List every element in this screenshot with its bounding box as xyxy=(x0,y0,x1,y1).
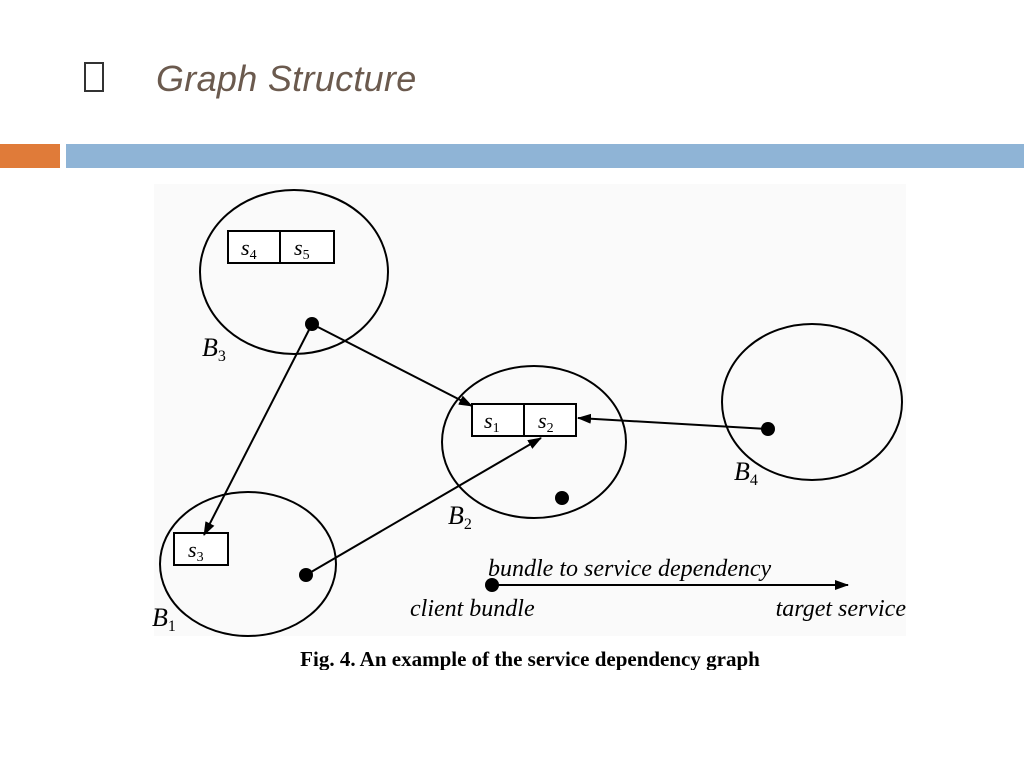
bundle-b4-label: B4 xyxy=(734,457,758,489)
legend-target-label: target service xyxy=(776,596,907,622)
service-box-group-b1: s3 xyxy=(173,532,229,566)
edge-b1-to-s2 xyxy=(305,437,542,576)
bundle-b2-circle xyxy=(441,365,627,519)
dependency-graph-figure: s4 s5 s1 s2 s3 B3 B2 B1 B4 bundle to xyxy=(150,180,910,670)
legend-client-label: client bundle xyxy=(410,596,535,622)
bundle-b4-circle xyxy=(721,323,903,481)
service-s1-label: s1 xyxy=(484,408,500,436)
legend-client-dot xyxy=(485,578,499,592)
slide-title: Graph Structure xyxy=(156,58,417,99)
bundle-b3-circle xyxy=(199,189,389,355)
bundle-b2-label: B2 xyxy=(448,501,472,533)
service-box-group-b2: s1 s2 xyxy=(471,403,577,437)
slide-header: Graph Structure xyxy=(0,0,1024,140)
accent-bar-orange xyxy=(0,144,60,168)
legend-dependency-label: bundle to service dependency xyxy=(488,556,772,582)
accent-bar-blue xyxy=(66,144,1024,168)
edge-b4-to-s2 xyxy=(577,413,769,430)
dependency-graph-svg: s4 s5 s1 s2 s3 B3 B2 B1 B4 bundle to xyxy=(152,184,906,670)
square-bullet-icon xyxy=(84,62,104,92)
bundle-b3-label: B3 xyxy=(202,333,226,365)
client-dot-b2 xyxy=(555,491,569,505)
edge-b3-to-s3 xyxy=(203,323,313,536)
service-box-s3 xyxy=(173,532,229,566)
bundle-b1-circle xyxy=(159,491,337,637)
bundle-b1-label: B1 xyxy=(152,603,176,635)
edge-b3-to-s1 xyxy=(311,323,473,407)
service-box-group-b3: s4 s5 xyxy=(227,230,335,264)
figure-caption: Fig. 4. An example of the service depend… xyxy=(300,647,760,670)
legend: bundle to service dependency client bund… xyxy=(410,556,906,622)
service-s3-label: s3 xyxy=(188,537,204,565)
service-s4-label: s4 xyxy=(241,235,257,263)
service-s5-label: s5 xyxy=(294,235,310,263)
service-s2-label: s2 xyxy=(538,408,554,436)
